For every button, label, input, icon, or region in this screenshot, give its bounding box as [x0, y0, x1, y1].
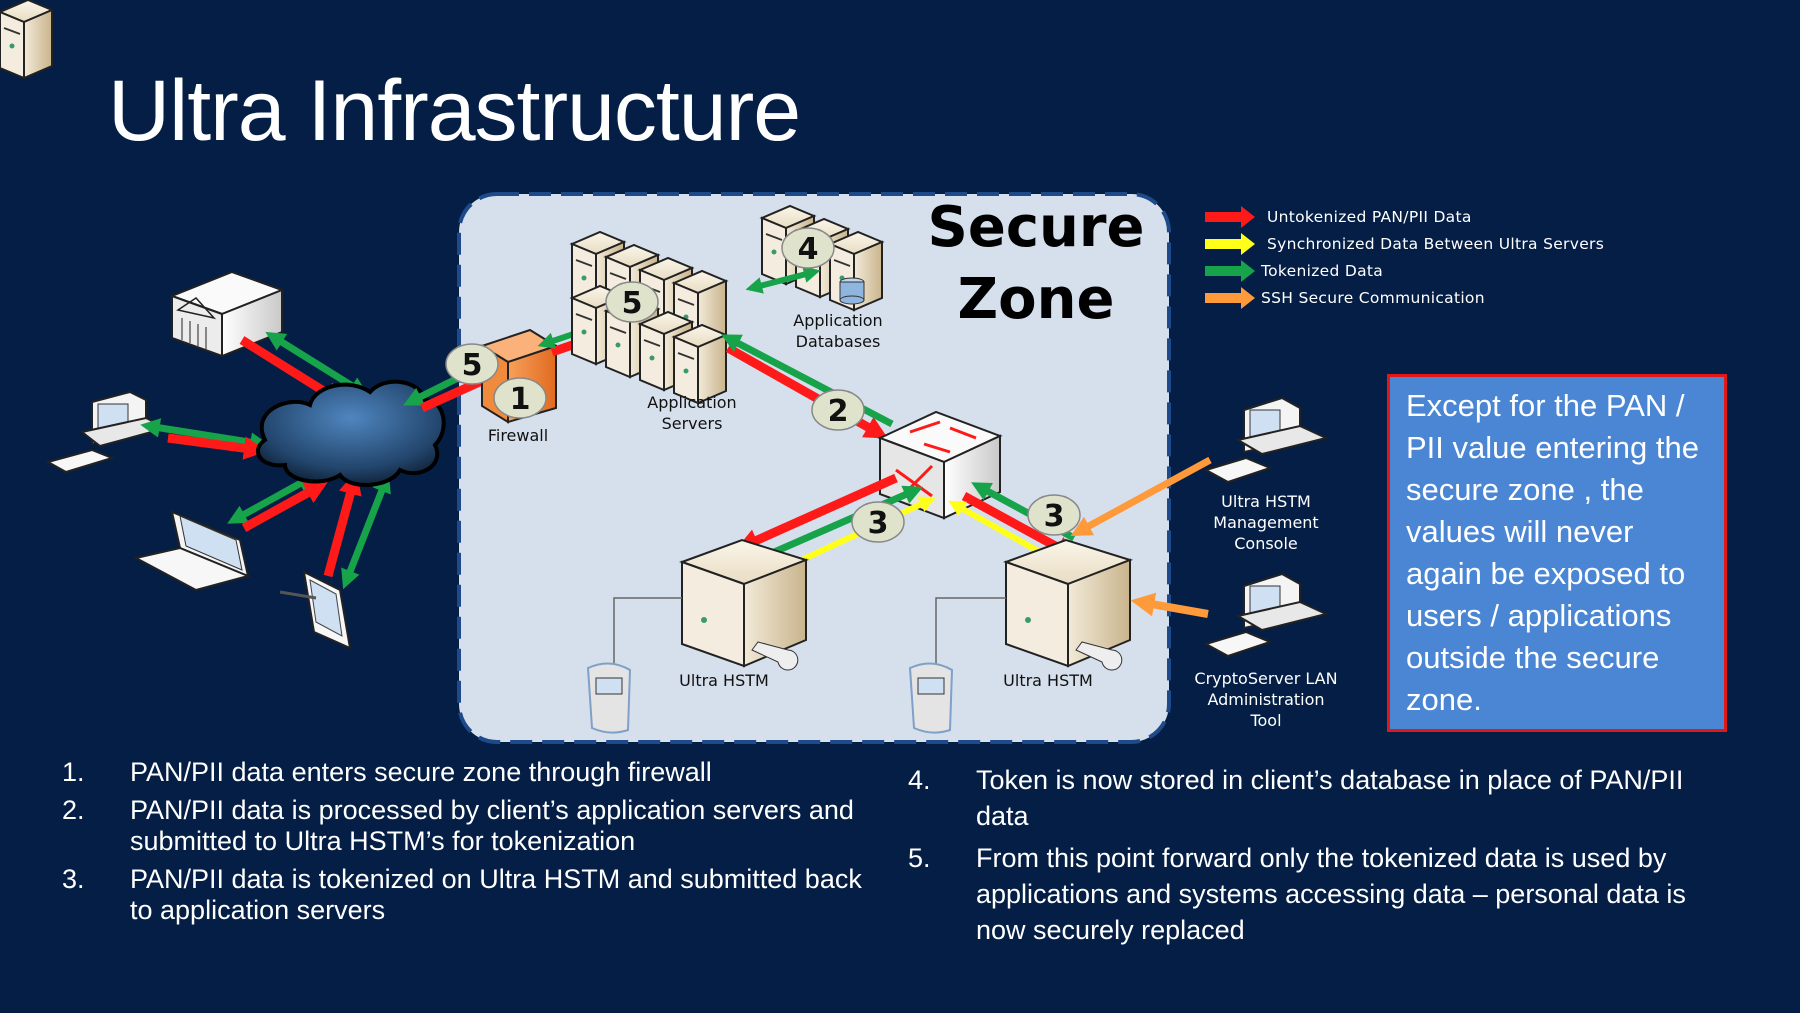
console-label-line3: Console	[1234, 534, 1298, 553]
tokenized-arrow-db	[745, 266, 821, 294]
yellow-arrow-icon	[1205, 232, 1255, 255]
note-text: Except for the PAN / PII value entering …	[1406, 388, 1699, 717]
admin-label-line2: Administration	[1207, 690, 1324, 709]
desktop-computer-icon	[45, 390, 169, 474]
step-item: 5. From this point forward only the toke…	[908, 843, 1686, 945]
svg-text:5: 5	[622, 286, 643, 321]
hstm-server-right-icon	[1003, 538, 1134, 671]
hstm-server-left-icon	[679, 538, 810, 671]
hstm-right-label: Ultra HSTM	[1003, 671, 1093, 690]
svg-text:1: 1	[510, 382, 531, 417]
ssh-arrow-admin	[1130, 592, 1209, 618]
svg-text:5: 5	[462, 348, 483, 383]
legend-item-tokenized: Tokenized Data	[1205, 257, 1604, 284]
tablet-device-icon	[279, 570, 352, 650]
svg-text:4: 4	[798, 232, 819, 267]
svg-text:2: 2	[828, 394, 849, 429]
app-db-label-line1: Application	[793, 311, 882, 330]
bank-building-icon	[169, 270, 285, 358]
app-db-label-line2: Databases	[796, 332, 881, 351]
tokenized-arrow-cloud	[402, 372, 464, 406]
application-servers-icon	[0, 0, 727, 404]
console-label-line2: Management	[1213, 513, 1318, 532]
secure-zone-title-line1: Secure	[928, 195, 1145, 260]
admin-tool-computer-icon	[1203, 572, 1329, 658]
admin-label-line1: CryptoServer LAN	[1194, 669, 1337, 688]
step-badge-hstm-right: 3	[1027, 494, 1081, 536]
svg-text:3: 3	[1044, 499, 1065, 534]
management-console-computer-icon	[1203, 396, 1329, 484]
step-badge-hstm-left: 3	[851, 501, 905, 543]
firewall-label: Firewall	[488, 426, 548, 445]
secure-zone-title-line2: Zone	[958, 267, 1115, 332]
legend-item-ssh: SSH Secure Communication	[1205, 284, 1604, 311]
app-servers-label-line2: Servers	[662, 414, 723, 433]
step-item: 2. PAN/PII data is processed by client’s…	[62, 795, 854, 856]
app-servers-label-line1: Application	[647, 393, 736, 412]
hstm-left-label: Ultra HSTM	[679, 671, 769, 690]
slide-title: Ultra Infrastructure	[108, 63, 801, 159]
orange-arrow-icon	[1205, 286, 1255, 309]
step-badge-firewall-return: 5	[445, 343, 499, 385]
note-callout: Except for the PAN / PII value entering …	[1387, 374, 1727, 732]
steps-list-right: 4. Token is now stored in client’s datab…	[908, 762, 1728, 954]
admin-label-line3: Tool	[1249, 711, 1281, 730]
svg-text:3: 3	[868, 506, 889, 541]
step-item: 4. Token is now stored in client’s datab…	[908, 765, 1684, 831]
green-arrow-icon	[1205, 259, 1255, 282]
step-badge-switch: 2	[811, 389, 865, 431]
red-arrow-icon	[1205, 205, 1255, 228]
legend: Untokenized PAN/PII Data Synchronized Da…	[1205, 203, 1604, 311]
console-label-line1: Ultra HSTM	[1221, 492, 1311, 511]
step-badge-app-return: 5	[605, 281, 659, 323]
laptop-computer-icon	[133, 510, 252, 592]
ssh-arrow-console	[1070, 456, 1212, 537]
pin-pad-left-icon	[586, 597, 682, 734]
legend-item-untokenized: Untokenized PAN/PII Data	[1205, 203, 1604, 230]
pin-pad-right-icon	[908, 597, 1006, 734]
step-item: 1. PAN/PII data enters secure zone throu…	[62, 757, 712, 787]
legend-item-synchronized: Synchronized Data Between Ultra Servers	[1205, 230, 1604, 257]
step-badge-firewall: 1	[493, 377, 547, 419]
step-badge-database: 4	[781, 227, 835, 269]
internet-cloud-icon	[256, 379, 446, 488]
application-databases-icon	[761, 205, 883, 311]
steps-list-left: 1. PAN/PII data enters secure zone throu…	[62, 757, 882, 933]
step-item: 3. PAN/PII data is tokenized on Ultra HS…	[62, 864, 862, 925]
